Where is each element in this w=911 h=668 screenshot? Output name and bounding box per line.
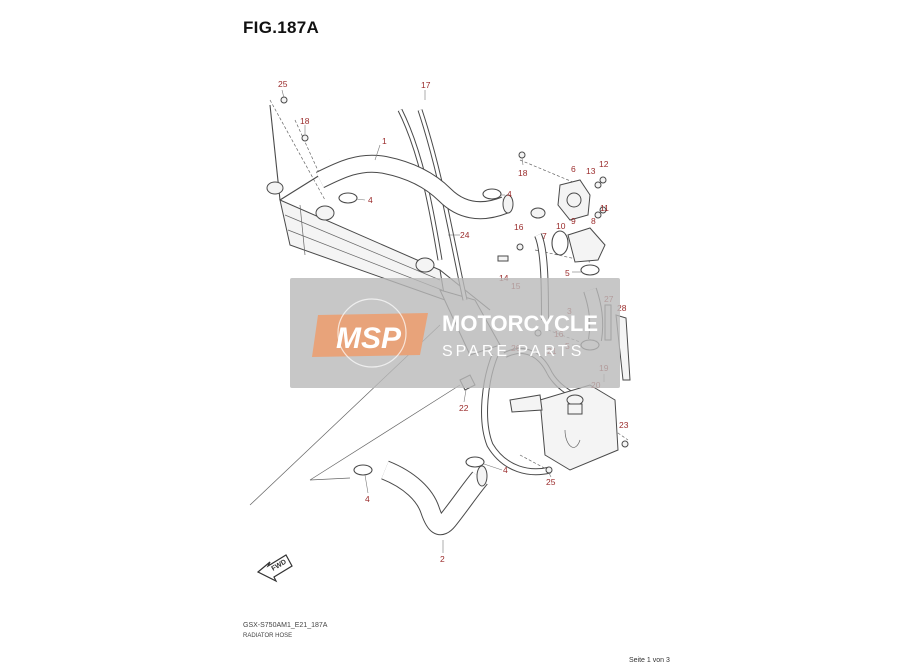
watermark-logo-text: MSP: [336, 322, 402, 355]
callout-4-c: 4: [503, 465, 508, 475]
callout-4-b: 4: [507, 189, 512, 199]
callout-11: 11: [600, 203, 609, 213]
hose-2: [380, 460, 488, 536]
hose-1: [315, 154, 514, 220]
callout-4-a: 4: [368, 195, 373, 205]
callout-28: 28: [617, 303, 627, 313]
callout-4-d: 4: [365, 494, 370, 504]
callout-25-b: 25: [546, 477, 556, 487]
diagram-subtitle: RADIATOR HOSE: [243, 633, 293, 639]
callout-23: 23: [619, 420, 629, 430]
callout-25: 25: [278, 79, 288, 89]
callout-16: 16: [514, 222, 524, 232]
callout-17: 17: [421, 80, 431, 90]
leader-lines: [281, 89, 605, 553]
watermark-line2: SPARE PARTS: [442, 343, 584, 360]
callout-8: 8: [591, 216, 596, 226]
figure-title: FIG.187A: [243, 18, 320, 37]
reservoir-tank: [509, 384, 619, 471]
callout-7: 7: [542, 231, 547, 241]
callout-12: 12: [599, 159, 609, 169]
callout-18: 18: [300, 116, 310, 126]
callout-9: 9: [571, 216, 576, 226]
callout-18-b: 18: [518, 168, 528, 178]
fwd-arrow: FWD: [256, 554, 293, 583]
callout-22: 22: [459, 403, 469, 413]
callout-1: 1: [382, 136, 387, 146]
thermostat-housing: [530, 179, 606, 263]
callout-6: 6: [571, 164, 576, 174]
callout-5-a: 5: [565, 268, 570, 278]
page-indicator: Seite 1 von 3: [629, 657, 670, 664]
callout-13: 13: [586, 166, 596, 176]
model-code: GSX-S750AM1_E21_187A: [243, 622, 328, 629]
watermark-line1: MOTORCYCLE: [442, 311, 598, 336]
callout-24: 24: [460, 230, 470, 240]
callout-10: 10: [556, 221, 566, 231]
callout-2: 2: [440, 554, 445, 564]
watermark: MSP MOTORCYCLE SPARE PARTS: [290, 278, 620, 388]
